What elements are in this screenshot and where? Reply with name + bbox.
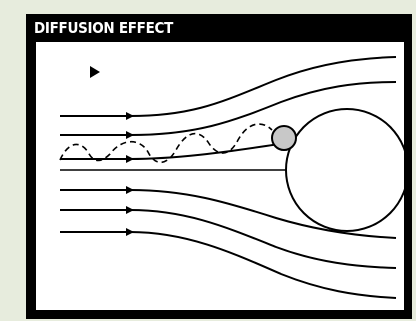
streamline-arrow [126, 112, 134, 120]
streamline [60, 209, 397, 269]
streamline [60, 231, 397, 299]
flow-direction-icon [90, 66, 100, 78]
figure-title: DIFFUSION EFFECT [26, 14, 236, 42]
diffusion-diagram [59, 56, 404, 299]
streamline [60, 56, 397, 117]
streamline-arrow [126, 155, 134, 163]
obstacle-circle [285, 108, 404, 232]
particle-path [59, 123, 273, 164]
streamline [60, 189, 397, 239]
diagram-area [36, 42, 404, 310]
streamline [60, 81, 397, 136]
streamline-arrow [126, 228, 134, 236]
streamline-arrow [126, 206, 134, 214]
streamline-arrow [126, 186, 134, 194]
particle-circle [271, 125, 297, 151]
streamline-arrow [126, 131, 134, 139]
